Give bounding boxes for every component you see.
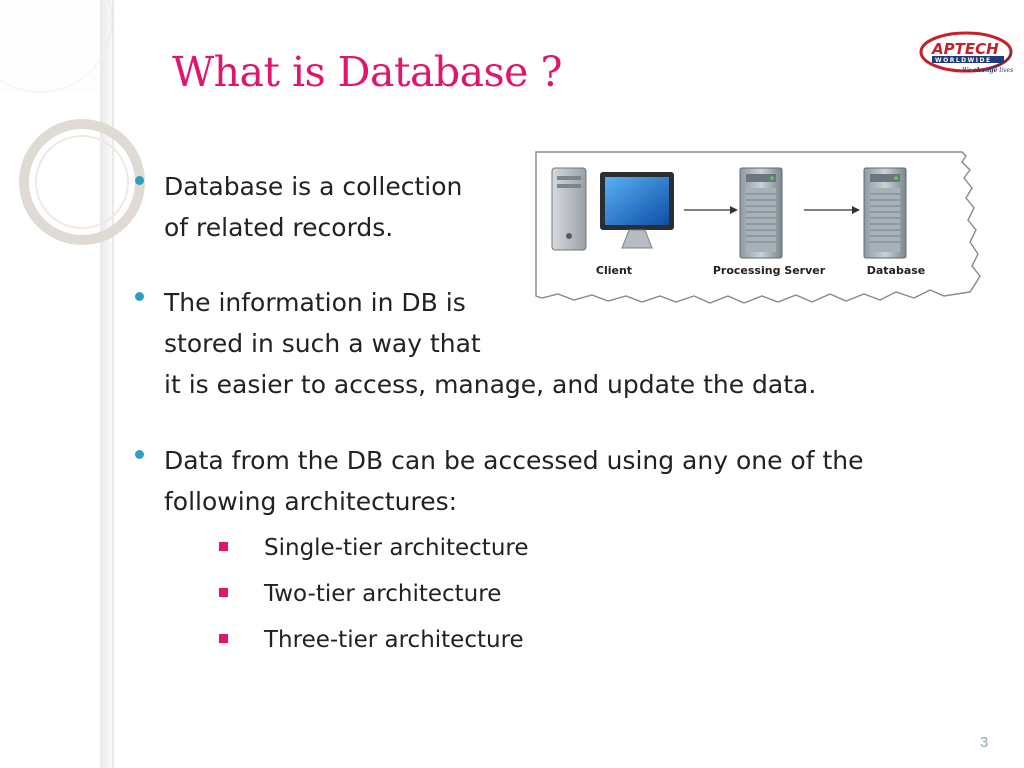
edge-shade	[100, 0, 116, 768]
architecture-diagram: Client Processing Server Database	[535, 151, 981, 304]
logo-sub: WORLDWIDE	[935, 57, 992, 64]
sub-bullet-text: Single-tier architecture	[264, 535, 529, 561]
label-processing-server: Processing Server	[713, 264, 826, 277]
bullet-text: Data from the DB can be accessed using a…	[164, 446, 864, 516]
bullet-item: Database is a collection of related reco…	[135, 166, 975, 248]
client-tower-icon	[551, 167, 587, 251]
bullet-dot-icon	[135, 176, 144, 185]
bullet-item: Data from the DB can be accessed using a…	[135, 440, 975, 522]
sub-bullet-item: Single-tier architecture	[219, 533, 639, 563]
database-server-icon	[863, 167, 907, 259]
label-client: Client	[596, 264, 632, 277]
square-bullet-icon	[219, 588, 228, 597]
arrow-client-to-server	[684, 206, 738, 214]
bullet-dot-icon	[135, 450, 144, 459]
logo-tagline: We change lives	[962, 67, 1013, 74]
bullet-text: Database is a collection of related reco…	[164, 172, 463, 242]
deco-ring-middle	[19, 119, 145, 245]
sub-bullet-text: Two-tier architecture	[264, 581, 502, 607]
processing-server-icon	[739, 167, 783, 259]
sub-bullet-item: Two-tier architecture	[219, 579, 639, 609]
label-database: Database	[867, 264, 926, 277]
bullet-item: The information in DB is stored in such …	[135, 282, 975, 405]
bullet-text: The information in DB is stored in such …	[164, 288, 817, 399]
sub-bullet-text: Three-tier architecture	[264, 627, 524, 653]
bullet-dot-icon	[135, 292, 144, 301]
arrow-server-to-database	[804, 206, 860, 214]
sub-bullet-item: Three-tier architecture	[219, 625, 639, 655]
page-number: 3	[980, 734, 989, 751]
client-monitor-icon	[600, 172, 674, 249]
square-bullet-icon	[219, 634, 228, 643]
slide-title: What is Database ?	[172, 48, 562, 96]
logo-brand: APTECH	[931, 40, 999, 58]
square-bullet-icon	[219, 542, 228, 551]
aptech-logo: APTECH WORLDWIDE We change lives	[919, 31, 1013, 74]
